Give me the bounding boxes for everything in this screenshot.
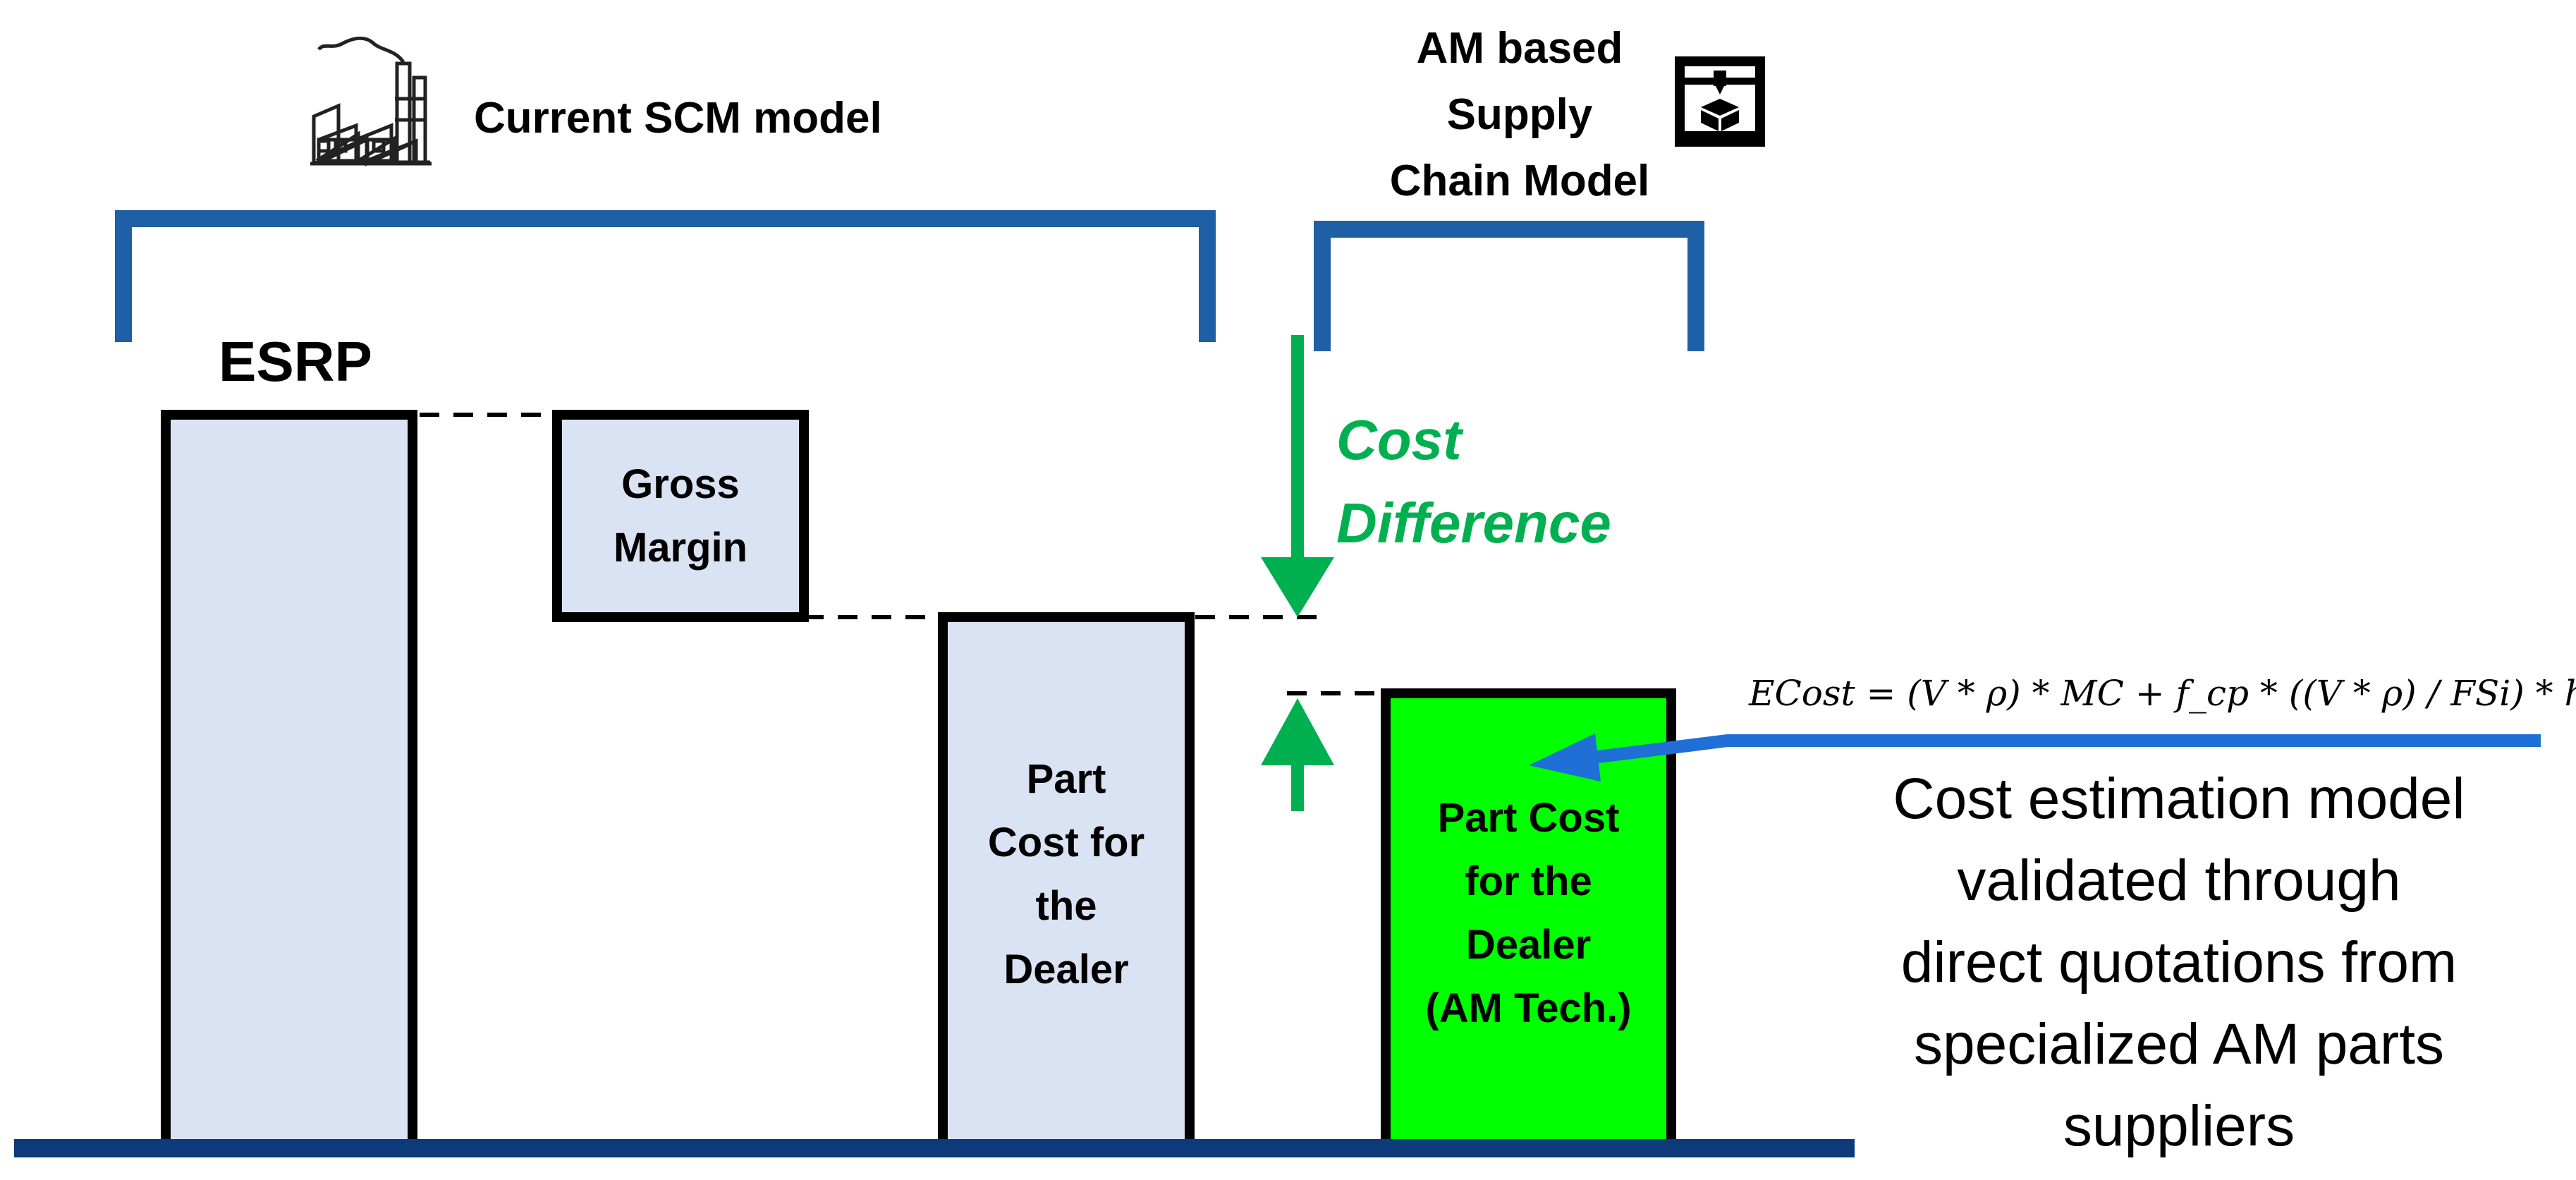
cost-difference-arrow-up-head <box>1261 698 1334 765</box>
gross-margin-label: Gross Margin <box>613 461 748 571</box>
cost-difference-label: Cost Difference <box>1336 408 1611 554</box>
current-scm-bracket <box>115 210 1216 342</box>
current-scm-title: Current SCM model <box>474 94 882 142</box>
esrp-bar <box>161 410 417 1150</box>
am-cost-label: Part Cost for the Dealer (AM Tech.) <box>1425 795 1632 1031</box>
am-scm-title: AM based Supply Chain Model <box>1389 24 1650 205</box>
ecost-formula-text: ECost = (V * ρ) * MC + f_cp * ((V * ρ) /… <box>1749 673 2576 714</box>
dealer-cost-label: Part Cost for the Dealer <box>987 756 1145 992</box>
cost-model-note: Cost estimation model validated through … <box>1893 767 2465 1158</box>
ecost-formula: ECost = (V * ρ) * MC + f_cp * ((V * ρ) /… <box>1749 656 2576 734</box>
formula-pointer-arrow <box>1585 734 2541 765</box>
esrp-label: ESRP <box>219 330 372 393</box>
am-cost-bar <box>1381 688 1676 1150</box>
am-scm-bracket <box>1314 221 1704 351</box>
cost-difference-arrow-down-head <box>1261 557 1334 617</box>
gross-margin-bar <box>552 410 809 622</box>
3d-printer-icon <box>1675 56 1765 147</box>
dealer-cost-bar <box>938 612 1195 1150</box>
factory-icon-frame <box>310 103 432 166</box>
formula-pointer-arrow-head <box>1529 734 1601 781</box>
